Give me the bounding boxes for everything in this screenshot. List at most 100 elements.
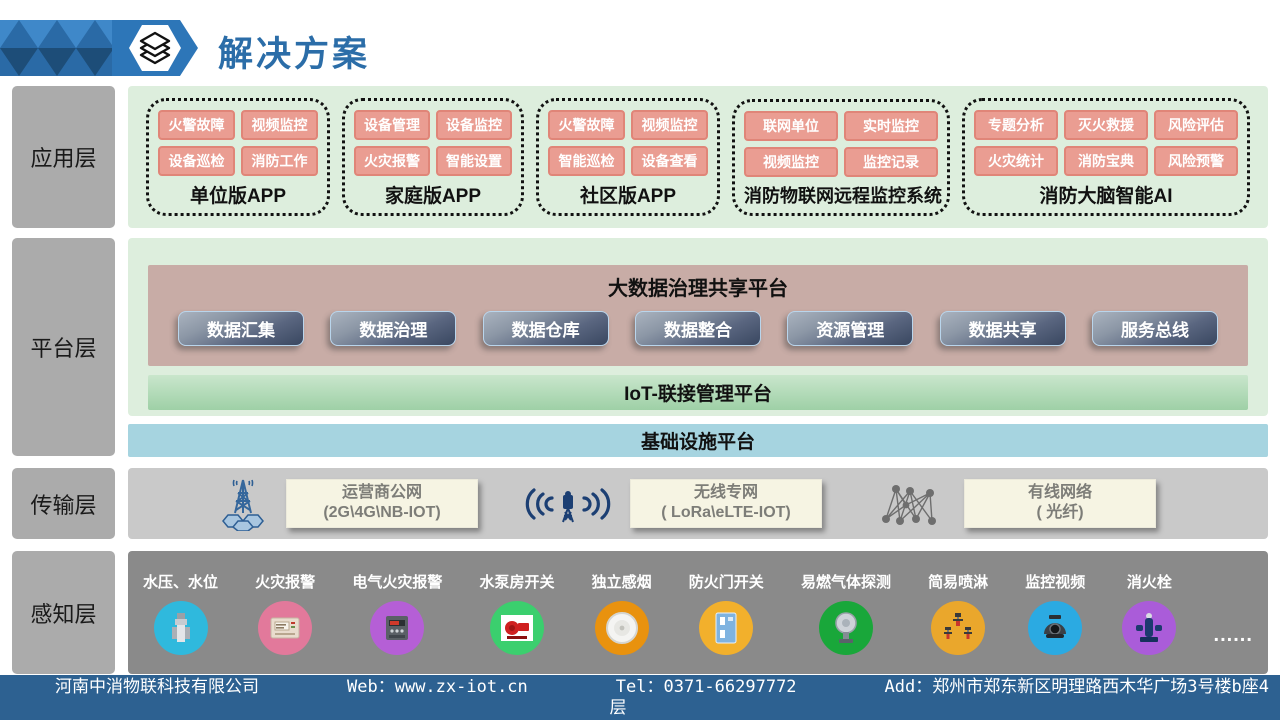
module-button: 数据治理: [330, 311, 457, 346]
sensor-water-pressure: 水压、水位: [143, 571, 218, 655]
app-group-title: 消防大脑智能AI: [1039, 186, 1173, 207]
sensor-label: 易燃气体探测: [800, 573, 891, 591]
feature-chip: 火警故障: [548, 110, 625, 140]
electrical-fire-monitor-icon: [386, 615, 409, 640]
sensor-electrical-fire: 电气火灾报警: [352, 571, 442, 655]
sensor-smoke-detector: 独立感烟: [592, 571, 652, 655]
more-sensors-ellipsis: ......: [1213, 624, 1253, 646]
infrastructure-platform-bar: 基础设施平台: [128, 424, 1268, 457]
transmission-layer-panel: 运营商公网 (2G\4G\NB-IOT) 无线专网 ( LoRa\eLTE-IO…: [128, 468, 1268, 539]
sensor-fire-door: 防火门开关: [689, 571, 764, 655]
sensor-label: 水泵房开关: [479, 573, 555, 591]
network-name: 无线专网: [693, 483, 758, 501]
module-button: 资源管理: [787, 311, 914, 346]
header-banner-graphic: [0, 20, 198, 76]
network-box-wireless: 无线专网 ( LoRa\eLTE-IOT): [630, 478, 822, 529]
footer-web: Web：www.zx-iot.cn: [347, 677, 528, 697]
fire-alarm-panel-icon: [270, 617, 300, 638]
app-group-family: 设备管理 设备监控 火灾报警 智能设置 家庭版APP: [342, 98, 524, 216]
sensor-label: 消火栓: [1126, 573, 1172, 591]
sensor-label: 防火门开关: [688, 573, 764, 591]
module-button: 数据共享: [939, 311, 1066, 346]
layer-label-application: 应用层: [12, 86, 115, 228]
module-row: 数据汇集 数据治理 数据仓库 数据整合 资源管理 数据共享 服务总线: [148, 311, 1248, 346]
network-name: 有线网络: [1027, 483, 1092, 501]
chip-grid: 专题分析 灭火救援 风险评估 火灾统计 消防宝典 风险预警: [974, 110, 1238, 176]
app-group-community: 火警故障 视频监控 智能巡检 设备查看 社区版APP: [536, 98, 720, 216]
sensor-pump-switch: 水泵房开关: [479, 571, 554, 655]
feature-chip: 视频监控: [631, 110, 708, 140]
network-carrier: 运营商公网 (2G\4G\NB-IOT): [214, 468, 478, 539]
app-group-title: 家庭版APP: [384, 186, 482, 207]
module-button: 数据整合: [634, 311, 761, 346]
network-detail: (2G\4G\NB-IOT): [323, 504, 441, 521]
module-button: 数据汇集: [178, 311, 304, 346]
footer-company: 河南中消物联科技有限公司: [55, 677, 260, 697]
footer-bar: 河南中消物联科技有限公司 Web：www.zx-iot.cn Tel：0371-66…: [0, 675, 1280, 720]
gas-detector-icon: [835, 611, 857, 643]
network-wireless: 无线专网 ( LoRa\eLTE-IOT): [520, 468, 822, 539]
feature-chip: 设备巡检: [158, 146, 235, 176]
sensor-circle: [258, 600, 313, 655]
feature-chip: 视频监控: [241, 110, 318, 140]
layer-label-transmission: 传输层: [12, 468, 115, 539]
sensor-circle: [594, 600, 649, 655]
app-group-ai-brain: 专题分析 灭火救援 风险评估 火灾统计 消防宝典 风险预警 消防大脑智能AI: [962, 98, 1250, 216]
app-group-title: 消防物联网远程监控系统: [744, 185, 942, 206]
smoke-detector-icon: [605, 611, 638, 644]
layer-label-perception: 感知层: [12, 551, 115, 674]
network-box-carrier: 运营商公网 (2G\4G\NB-IOT): [286, 478, 478, 529]
fire-door-icon: [715, 612, 737, 643]
module-button: 数据仓库: [482, 311, 609, 346]
sensor-circle: [1122, 600, 1177, 655]
sensor-label: 水压、水位: [143, 573, 219, 591]
page-title: 解决方案: [218, 35, 371, 74]
sensor-label: 火灾报警: [255, 573, 316, 591]
iot-management-platform-bar: IoT-联接管理平台: [148, 375, 1248, 410]
network-name: 运营商公网: [341, 483, 422, 501]
water-pump-icon: [500, 614, 533, 641]
module-button: 服务总线: [1091, 311, 1218, 346]
app-group-title: 社区版APP: [579, 186, 677, 207]
network-wired: 有线网络 ( 光纤): [876, 468, 1156, 539]
feature-chip: 监控记录: [844, 146, 938, 177]
fire-hydrant-icon: [1136, 612, 1163, 642]
sensor-circle: [931, 600, 986, 655]
sensor-cctv: 监控视频: [1025, 571, 1085, 655]
sensor-sprinkler: 简易喷淋: [928, 571, 988, 655]
sensor-circle: [818, 600, 873, 655]
feature-chip: 消防工作: [241, 146, 318, 176]
feature-chip: 风险评估: [1154, 110, 1238, 140]
app-group-remote-monitoring: 联网单位 实时监控 视频监控 监控记录 消防物联网远程监控系统: [732, 98, 950, 216]
sensor-hydrant: 消火栓: [1122, 571, 1177, 655]
sensor-fire-alarm: 火灾报警: [255, 571, 315, 655]
footer-tel: Tel：0371-66297772: [615, 677, 797, 697]
app-group-title: 单位版APP: [189, 186, 287, 207]
feature-chip: 设备查看: [631, 146, 708, 176]
sensor-label: 独立感烟: [591, 573, 652, 591]
feature-chip: 联网单位: [744, 110, 838, 141]
application-layer-panel: 火警故障 视频监控 设备巡检 消防工作 单位版APP 设备管理 设备监控 火灾报…: [128, 86, 1268, 228]
sensor-label: 简易喷淋: [928, 573, 989, 591]
feature-chip: 风险预警: [1154, 146, 1238, 176]
feature-chip: 智能设置: [436, 146, 512, 176]
chip-grid: 联网单位 实时监控 视频监控 监控记录: [744, 110, 938, 177]
sensor-circle: [153, 600, 208, 655]
bigdata-platform-title: 大数据治理共享平台: [608, 278, 788, 300]
footer-address: Add：郑州市郑东新区明理路西木华广场3号楼b座4层: [609, 677, 1269, 718]
chip-grid: 火警故障 视频监控 设备巡检 消防工作: [158, 110, 318, 176]
feature-chip: 视频监控: [744, 146, 838, 177]
sensor-circle: [489, 600, 544, 655]
network-detail: ( LoRa\eLTE-IOT): [661, 504, 791, 521]
sensor-circle: [370, 600, 425, 655]
feature-chip: 灭火救援: [1064, 110, 1148, 140]
sensor-circle: [699, 600, 754, 655]
chip-grid: 火警故障 视频监控 智能巡检 设备查看: [548, 110, 708, 176]
wireless-signal-icon: [525, 487, 611, 522]
sensor-label: 电气火灾报警: [352, 573, 443, 591]
feature-chip: 实时监控: [844, 110, 938, 141]
feature-chip: 专题分析: [974, 110, 1058, 140]
mesh-network-icon: [882, 484, 936, 525]
feature-chip: 设备监控: [436, 110, 512, 140]
